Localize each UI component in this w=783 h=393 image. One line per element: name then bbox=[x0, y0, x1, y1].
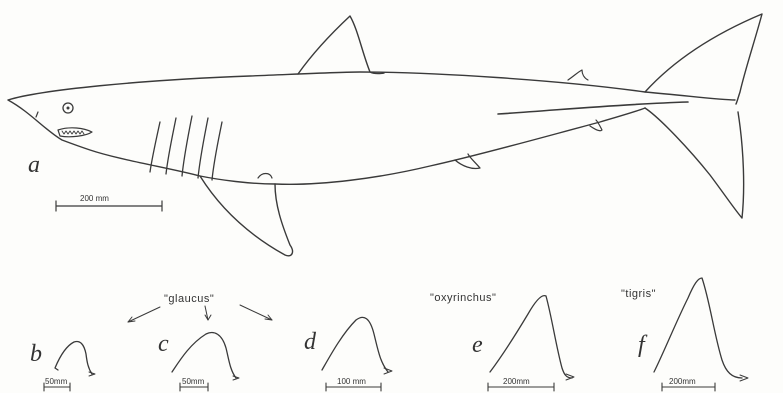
panel-a-letter: a bbox=[28, 152, 40, 178]
gill-slits bbox=[150, 116, 222, 180]
pelvic-fin bbox=[455, 154, 480, 169]
panel-a-scale-label: 200 mm bbox=[80, 194, 109, 203]
shark-teeth bbox=[62, 131, 84, 134]
shark-body-outline bbox=[8, 72, 735, 184]
tooth-b bbox=[55, 342, 92, 375]
glaucus-label: "glaucus" bbox=[164, 293, 214, 305]
panel-d-letter: d bbox=[304, 329, 317, 355]
panel-b-letter: b bbox=[30, 341, 42, 367]
tooth-f bbox=[654, 278, 742, 378]
panel-a-scale-bar bbox=[56, 201, 162, 211]
pectoral-fin bbox=[200, 176, 292, 256]
panel-e-name: "oxyrinchus" bbox=[430, 292, 496, 304]
caudal-fin bbox=[645, 14, 762, 218]
tooth-e bbox=[490, 296, 572, 378]
shark-nostril bbox=[36, 112, 38, 117]
panel-e-letter: e bbox=[472, 332, 483, 358]
panel-f-scale-label: 200mm bbox=[669, 377, 696, 386]
dorsal-fin bbox=[298, 16, 384, 74]
panel-f-letter: f bbox=[638, 332, 648, 358]
panel-d-scale-label: 100 mm bbox=[337, 377, 366, 386]
shark-drawing bbox=[8, 14, 762, 256]
panel-f-name: "tigris" bbox=[621, 288, 656, 300]
panel-c-scale-label: 50mm bbox=[182, 377, 205, 386]
glaucus-arrows bbox=[128, 305, 272, 322]
tooth-c bbox=[172, 333, 236, 378]
panel-b-scale-label: 50mm bbox=[45, 377, 68, 386]
second-dorsal-fin bbox=[568, 70, 588, 80]
pectoral-base-curl bbox=[258, 174, 272, 179]
tooth-d bbox=[322, 317, 388, 372]
caudal-keel bbox=[498, 102, 688, 114]
panel-e-scale-label: 200mm bbox=[503, 377, 530, 386]
panel-c-letter: c bbox=[158, 331, 169, 357]
